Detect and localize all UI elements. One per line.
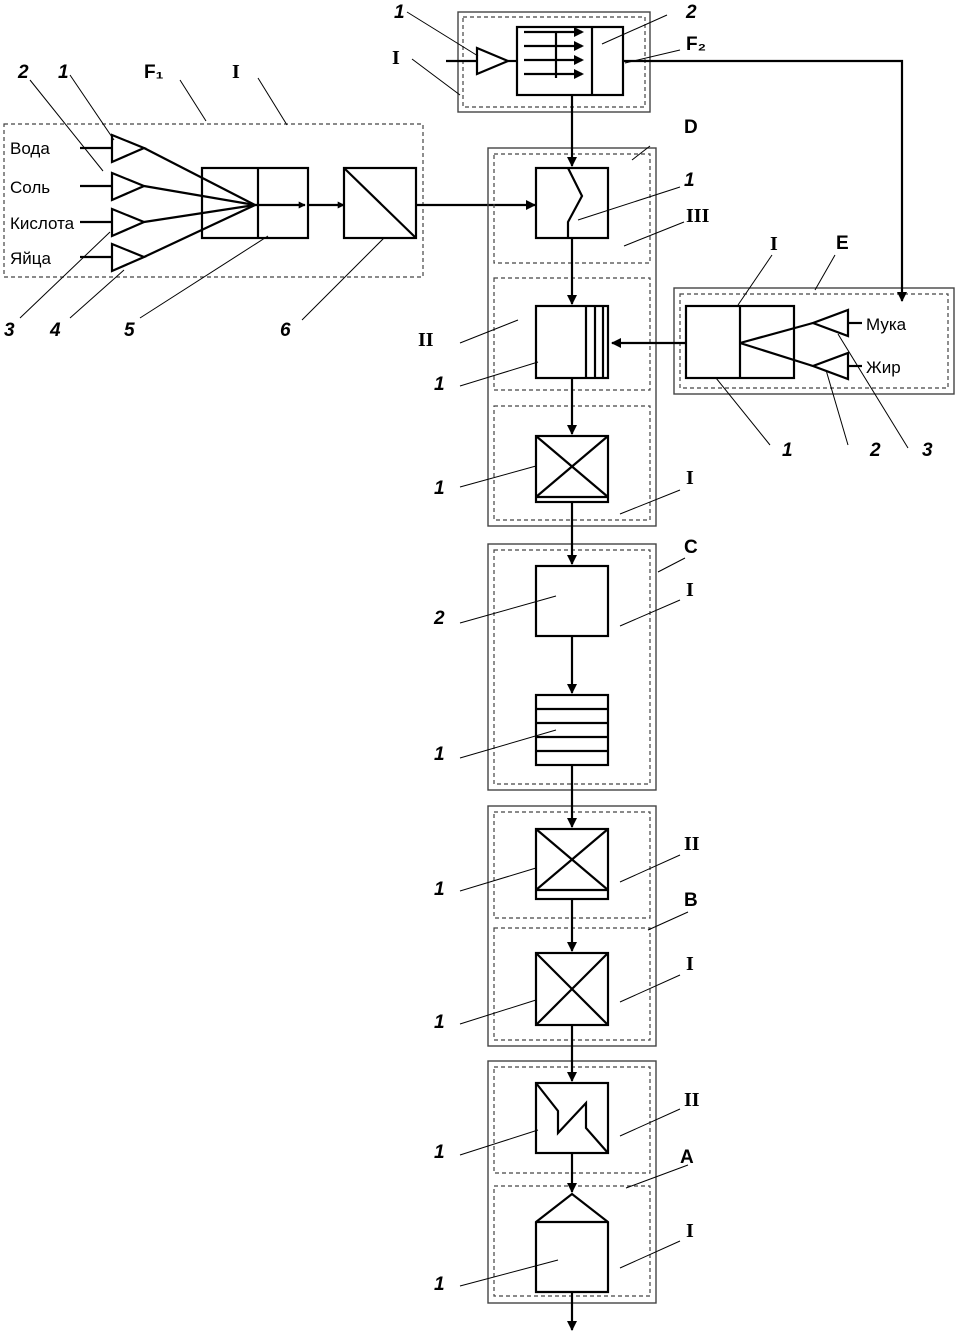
num-d-i-1: 1 xyxy=(434,478,445,499)
roman-a-ii: II xyxy=(684,1089,700,1111)
label-e: E xyxy=(836,233,849,254)
label-f2: F₂ xyxy=(686,34,706,55)
ingredient-eggs: Яйца xyxy=(10,249,52,268)
ingredient-water: Вода xyxy=(10,139,50,158)
label-b: B xyxy=(684,890,698,911)
roman-e: I xyxy=(770,233,778,255)
num-e-1: 1 xyxy=(782,440,793,461)
num-f2-2: 2 xyxy=(685,2,697,23)
ingredient-salt: Соль xyxy=(10,178,50,197)
labels: Вода Соль Кислота Яйца Мука Жир A B C D … xyxy=(4,2,933,1295)
ingredient-fat: Жир xyxy=(866,358,901,377)
roman-d-ii: II xyxy=(418,329,434,351)
block-b xyxy=(487,805,657,1047)
roman-f1: I xyxy=(232,61,240,83)
num-f1-2: 2 xyxy=(17,62,29,83)
num-f1-6: 6 xyxy=(280,320,291,341)
roman-c: I xyxy=(686,579,694,601)
num-f2-1: 1 xyxy=(394,2,405,23)
num-f1-4: 4 xyxy=(49,320,61,341)
block-a xyxy=(487,1060,657,1304)
block-f2 xyxy=(446,11,651,113)
roman-b-i: I xyxy=(686,953,694,975)
num-f1-3: 3 xyxy=(4,320,15,341)
num-f1-5: 5 xyxy=(124,320,135,341)
num-d-iii-1: 1 xyxy=(684,170,695,191)
block-f1 xyxy=(3,123,536,278)
f1-mixer xyxy=(200,166,310,240)
ingredient-flour: Мука xyxy=(866,315,907,334)
main-flow-arrows xyxy=(567,59,907,1331)
num-c-1: 1 xyxy=(434,744,445,765)
roman-f2: I xyxy=(392,47,400,69)
num-c-2: 2 xyxy=(433,608,445,629)
block-e xyxy=(611,287,955,395)
num-b-i-1: 1 xyxy=(434,1012,445,1033)
num-a-ii-1: 1 xyxy=(434,1142,445,1163)
roman-d-i: I xyxy=(686,467,694,489)
num-a-i-1: 1 xyxy=(434,1274,445,1295)
label-d: D xyxy=(684,117,698,138)
ingredient-acid: Кислота xyxy=(10,214,75,233)
label-c: C xyxy=(684,537,698,558)
f2-dispenser-triangle xyxy=(475,46,511,76)
num-f1-1: 1 xyxy=(58,62,69,83)
roman-b-ii: II xyxy=(684,833,700,855)
label-a: A xyxy=(680,1147,694,1168)
roman-a-i: I xyxy=(686,1220,694,1242)
num-e-3: 3 xyxy=(922,440,933,461)
num-e-2: 2 xyxy=(869,440,881,461)
num-b-ii-1: 1 xyxy=(434,879,445,900)
num-d-ii-1: 1 xyxy=(434,374,445,395)
label-f1: F₁ xyxy=(144,62,164,83)
leader-lines xyxy=(19,11,909,1287)
roman-d-iii: III xyxy=(686,205,710,227)
